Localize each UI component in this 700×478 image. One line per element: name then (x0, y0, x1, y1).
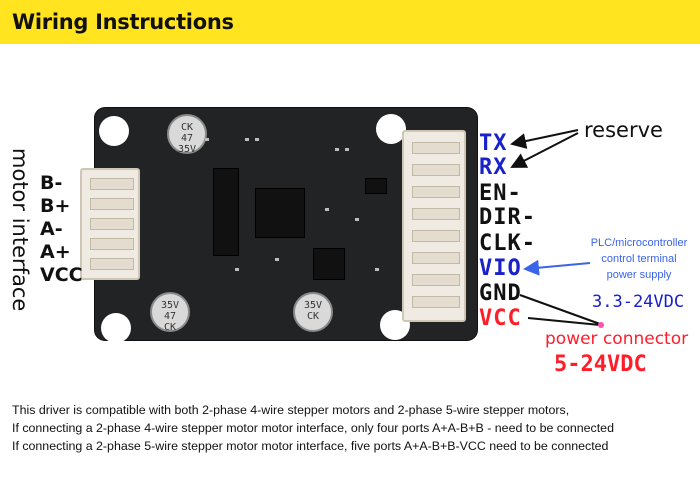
motor-connector (80, 168, 140, 280)
small-chip (365, 178, 387, 194)
capacitor-label: CK (306, 311, 320, 322)
mounting-hole (101, 313, 131, 343)
connector-slot (412, 164, 460, 176)
motor-interface-text: motor interface (8, 148, 32, 312)
capacitor-label: 35V (177, 144, 197, 155)
control-connector (402, 130, 466, 322)
plc-line: power supply (606, 269, 672, 281)
control-pin-label: TX (479, 131, 508, 156)
connector-slot (412, 208, 460, 220)
smd-pad (255, 138, 259, 141)
connector-slot (412, 142, 460, 154)
reserve-note: reserve (584, 118, 663, 142)
motor-interface-label: motor interface (8, 148, 32, 311)
vcc-voltage-range: 5-24VDC (554, 352, 647, 377)
capacitor-label: 47 (180, 133, 194, 144)
control-pin-label: EN- (479, 181, 522, 206)
connector-slot (412, 296, 460, 308)
control-pin-label: VCC (479, 306, 522, 331)
plc-note: PLC/microcontroller control terminal pow… (574, 235, 700, 283)
vcc-line (527, 317, 601, 326)
vio-voltage-range: 3.3-24VDC (592, 292, 685, 312)
mounting-hole (376, 114, 406, 144)
smd-pad (375, 268, 379, 271)
regulator-chip (313, 248, 345, 280)
microcontroller-chip (255, 188, 305, 238)
control-pin-label: DIR- (479, 205, 536, 230)
capacitor: CK 47 35V (167, 114, 207, 155)
capacitor-label: 35V (160, 300, 180, 311)
motor-pin-label: B+ (40, 195, 71, 217)
reserve-arrow-tx (510, 129, 579, 149)
driver-chip (213, 168, 239, 256)
connector-slot (90, 178, 134, 190)
description-line: This driver is compatible with both 2-ph… (12, 403, 570, 417)
control-pin-label: CLK- (479, 231, 536, 256)
motor-pin-label: B- (40, 172, 63, 194)
connector-slot (412, 186, 460, 198)
capacitor: 35V CK (293, 292, 333, 332)
motor-pin-label: A+ (40, 241, 71, 263)
smd-pad (205, 138, 209, 141)
smd-pad (335, 148, 339, 151)
plc-line: PLC/microcontroller (590, 237, 688, 249)
motor-pin-label: A- (40, 218, 63, 240)
capacitor: 35V 47 CK (150, 292, 190, 333)
connector-slot (90, 218, 134, 230)
motor-pin-label: VCC (40, 264, 83, 286)
description-line: If connecting a 2-phase 5-wire stepper m… (12, 439, 609, 453)
smd-pad (345, 148, 349, 151)
capacitor-label: 35V (303, 300, 323, 311)
smd-pad (235, 268, 239, 271)
description-line: If connecting a 2-phase 4-wire stepper m… (12, 421, 614, 435)
capacitor-label: 47 (163, 311, 177, 322)
smd-pad (245, 138, 249, 141)
control-pin-label: VIO (479, 256, 522, 281)
mounting-hole (99, 116, 129, 146)
smd-pad (325, 208, 329, 211)
page-title: Wiring Instructions (12, 10, 234, 34)
connector-slot (90, 258, 134, 270)
smd-pad (355, 218, 359, 221)
control-pin-label: RX (479, 155, 508, 180)
capacitor-label: CK (180, 122, 194, 133)
plc-line: control terminal (601, 253, 677, 265)
gnd-line (519, 294, 601, 325)
connector-slot (90, 238, 134, 250)
control-pin-label: GND (479, 281, 522, 306)
connector-slot (412, 230, 460, 242)
reserve-arrow-rx (510, 132, 579, 168)
title-banner: Wiring Instructions (0, 0, 700, 44)
capacitor-label: CK (163, 322, 177, 333)
power-dot (598, 322, 604, 328)
power-connector-note: power connector (545, 329, 689, 349)
smd-pad (275, 258, 279, 261)
connector-slot (412, 252, 460, 264)
connector-slot (90, 198, 134, 210)
connector-slot (412, 274, 460, 286)
